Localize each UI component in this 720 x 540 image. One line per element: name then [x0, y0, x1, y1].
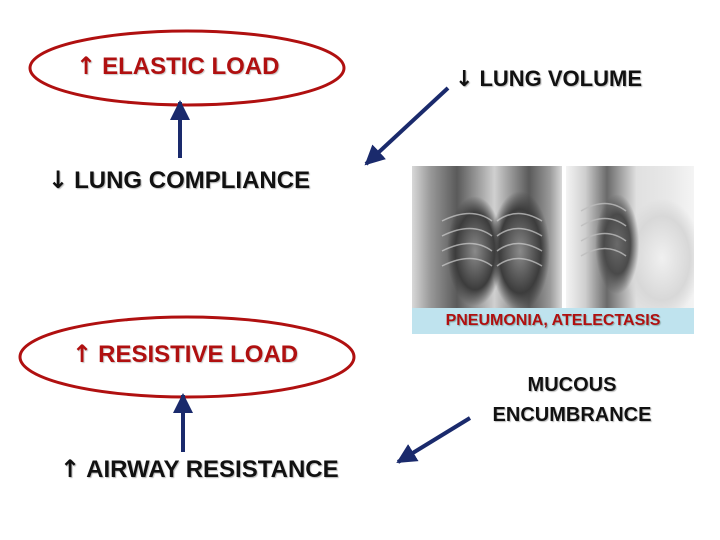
- resistive-load-label: ↑RESISTIVE LOAD: [72, 340, 299, 368]
- down-arrow-icon: ↓: [48, 166, 69, 194]
- chest-xray-left: [412, 166, 562, 308]
- lung-compliance-label: ↓LUNG COMPLIANCE: [48, 166, 311, 194]
- down-arrow-icon: ↓: [455, 67, 474, 92]
- airway-resistance-label: ↑AIRWAY RESISTANCE: [60, 455, 339, 483]
- volume-to-compliance-arrow: [364, 86, 450, 166]
- elastic-load-label: ↑ELASTIC LOAD: [76, 52, 280, 80]
- up-arrow-icon: ↑: [60, 455, 81, 483]
- mucous-encumbrance-label: MUCOUS ENCUMBRANCE: [492, 374, 652, 426]
- up-arrow-icon: ↑: [72, 340, 93, 368]
- chest-xray-right: [566, 166, 694, 308]
- up-arrow-icon: ↑: [76, 52, 97, 80]
- lung-volume-label: ↓LUNG VOLUME: [455, 66, 642, 92]
- mucous-to-airway-arrow: [396, 416, 472, 464]
- xray-caption: PNEUMONIA, ATELECTASIS: [412, 308, 694, 334]
- rib-lines: [441, 212, 543, 267]
- rib-lines: [580, 202, 627, 257]
